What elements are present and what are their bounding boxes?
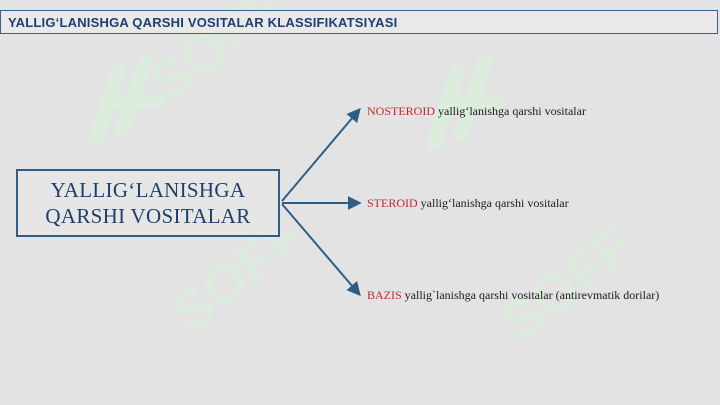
- title-bar: YALLIG‘LANISHGA QARSHI VOSITALAR KLASSIF…: [0, 10, 718, 34]
- branch-keyword: STEROID: [367, 196, 418, 210]
- branch-steroid: STEROID yallig‘lanishga qarshi vositalar: [367, 196, 569, 211]
- central-concept-box: YALLIG‘LANISHGA QARSHI VOSITALAR: [16, 169, 280, 237]
- arrow-bazis: [281, 203, 361, 297]
- page-title: YALLIG‘LANISHGA QARSHI VOSITALAR KLASSIF…: [8, 15, 398, 30]
- branch-text: yallig‘lanishga qarshi vositalar: [435, 104, 586, 118]
- branch-bazis: BAZIS yallig`lanishga qarshi vositalar (…: [367, 288, 659, 303]
- branch-nosteroid: NOSTEROID yallig‘lanishga qarshi vosital…: [367, 104, 586, 119]
- branch-keyword: NOSTEROID: [367, 104, 435, 118]
- central-concept-line1: YALLIG‘LANISHGA: [50, 178, 246, 202]
- branch-keyword: BAZIS: [367, 288, 402, 302]
- branch-text: yallig‘lanishga qarshi vositalar: [417, 196, 569, 210]
- arrow-nosteroid: [281, 107, 361, 202]
- branch-text: yallig`lanishga qarshi vositalar (antire…: [401, 288, 660, 302]
- central-concept-line2: QARSHI VOSITALAR: [45, 204, 251, 228]
